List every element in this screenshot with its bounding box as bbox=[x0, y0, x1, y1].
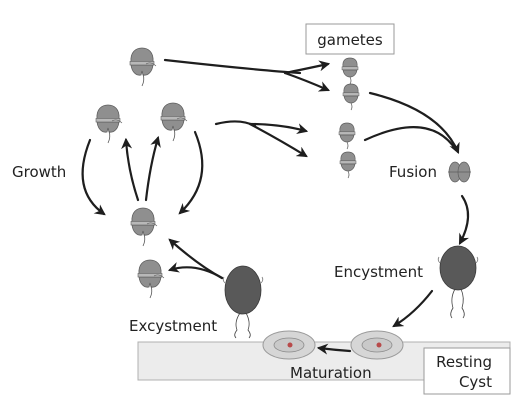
vegetative-cell-top bbox=[129, 47, 157, 87]
arrow-fusion-to-encystment bbox=[458, 194, 470, 245]
arrow-gamete-to-fusion-1 bbox=[368, 91, 460, 155]
gametes-label-box bbox=[305, 23, 395, 55]
arrow-to-gamete-2 bbox=[283, 71, 331, 92]
maturation-label: Maturation bbox=[290, 364, 372, 382]
arrow-to-gametes-stem bbox=[163, 58, 302, 75]
arrow-to-gamete-1 bbox=[283, 60, 331, 75]
arrow-to-gamete-4 bbox=[248, 122, 308, 158]
vegetative-cell-center bbox=[130, 207, 158, 247]
arrow-gamete-to-fusion-2 bbox=[363, 126, 458, 152]
arrow-maturation bbox=[316, 343, 352, 355]
gamete-1 bbox=[341, 57, 359, 85]
arrow-growth-left-down bbox=[81, 138, 106, 216]
fusion-cell bbox=[448, 161, 471, 183]
arrow-encystment-to-cyst bbox=[392, 289, 434, 328]
encystment-label: Encystment bbox=[334, 263, 423, 281]
arrow-growth-up-right bbox=[144, 135, 161, 202]
resting-cyst-label-box bbox=[423, 347, 511, 395]
resting-cyst-right bbox=[350, 330, 404, 360]
vegetative-cell-right bbox=[160, 102, 188, 142]
vegetative-cell-excysted bbox=[137, 259, 165, 299]
gametes-label: gametes bbox=[317, 31, 383, 49]
resting-cyst-left bbox=[262, 330, 316, 360]
gamete-3 bbox=[338, 122, 356, 150]
gamete-2 bbox=[342, 83, 360, 111]
vegetative-cell-left bbox=[95, 104, 123, 144]
excysting-cell bbox=[222, 265, 264, 339]
gamete-4 bbox=[339, 151, 357, 179]
encysting-cell bbox=[437, 245, 479, 319]
arrow-excystment-to-center bbox=[168, 238, 224, 280]
arrow-excystment-to-cell bbox=[167, 262, 224, 280]
resting-cyst-label-line1: Resting bbox=[436, 353, 492, 371]
arrow-to-gamete-3 bbox=[248, 122, 309, 135]
excystment-label: Excystment bbox=[129, 317, 217, 335]
arrow-growth-right-down bbox=[178, 130, 204, 215]
arrow-growth-up-left bbox=[121, 137, 140, 202]
arrows bbox=[81, 58, 470, 355]
resting-cyst-label-line2: Cyst bbox=[459, 373, 492, 391]
fusion-label: Fusion bbox=[389, 163, 437, 181]
growth-label: Growth bbox=[12, 163, 66, 181]
